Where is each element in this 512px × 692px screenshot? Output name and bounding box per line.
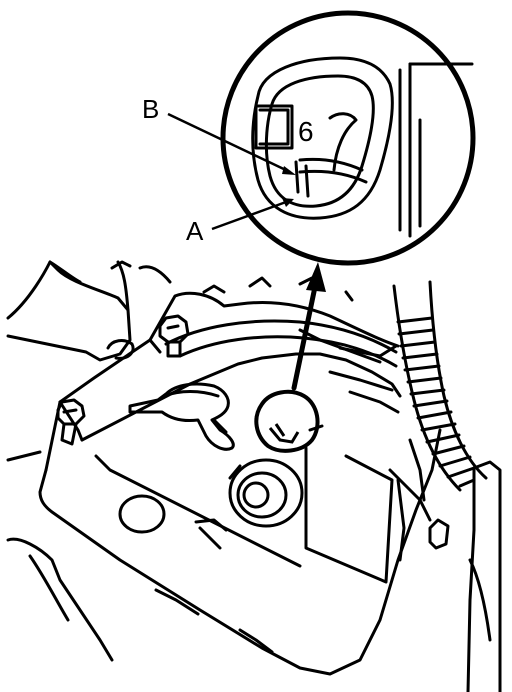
leader-a (211, 200, 287, 231)
right-bracket (458, 460, 502, 692)
engine-housing (6, 260, 450, 676)
label-a: A (186, 216, 204, 246)
label-b: B (142, 94, 159, 124)
magnified-detail: 6 (220, 10, 476, 266)
callout-circle (254, 389, 320, 453)
corrugated-hose (392, 280, 488, 492)
detail-arrow (254, 262, 326, 453)
detail-circle (220, 10, 476, 266)
leader-b (167, 112, 291, 174)
leader-lines (167, 112, 296, 231)
timing-mark-number: 6 (298, 116, 314, 147)
